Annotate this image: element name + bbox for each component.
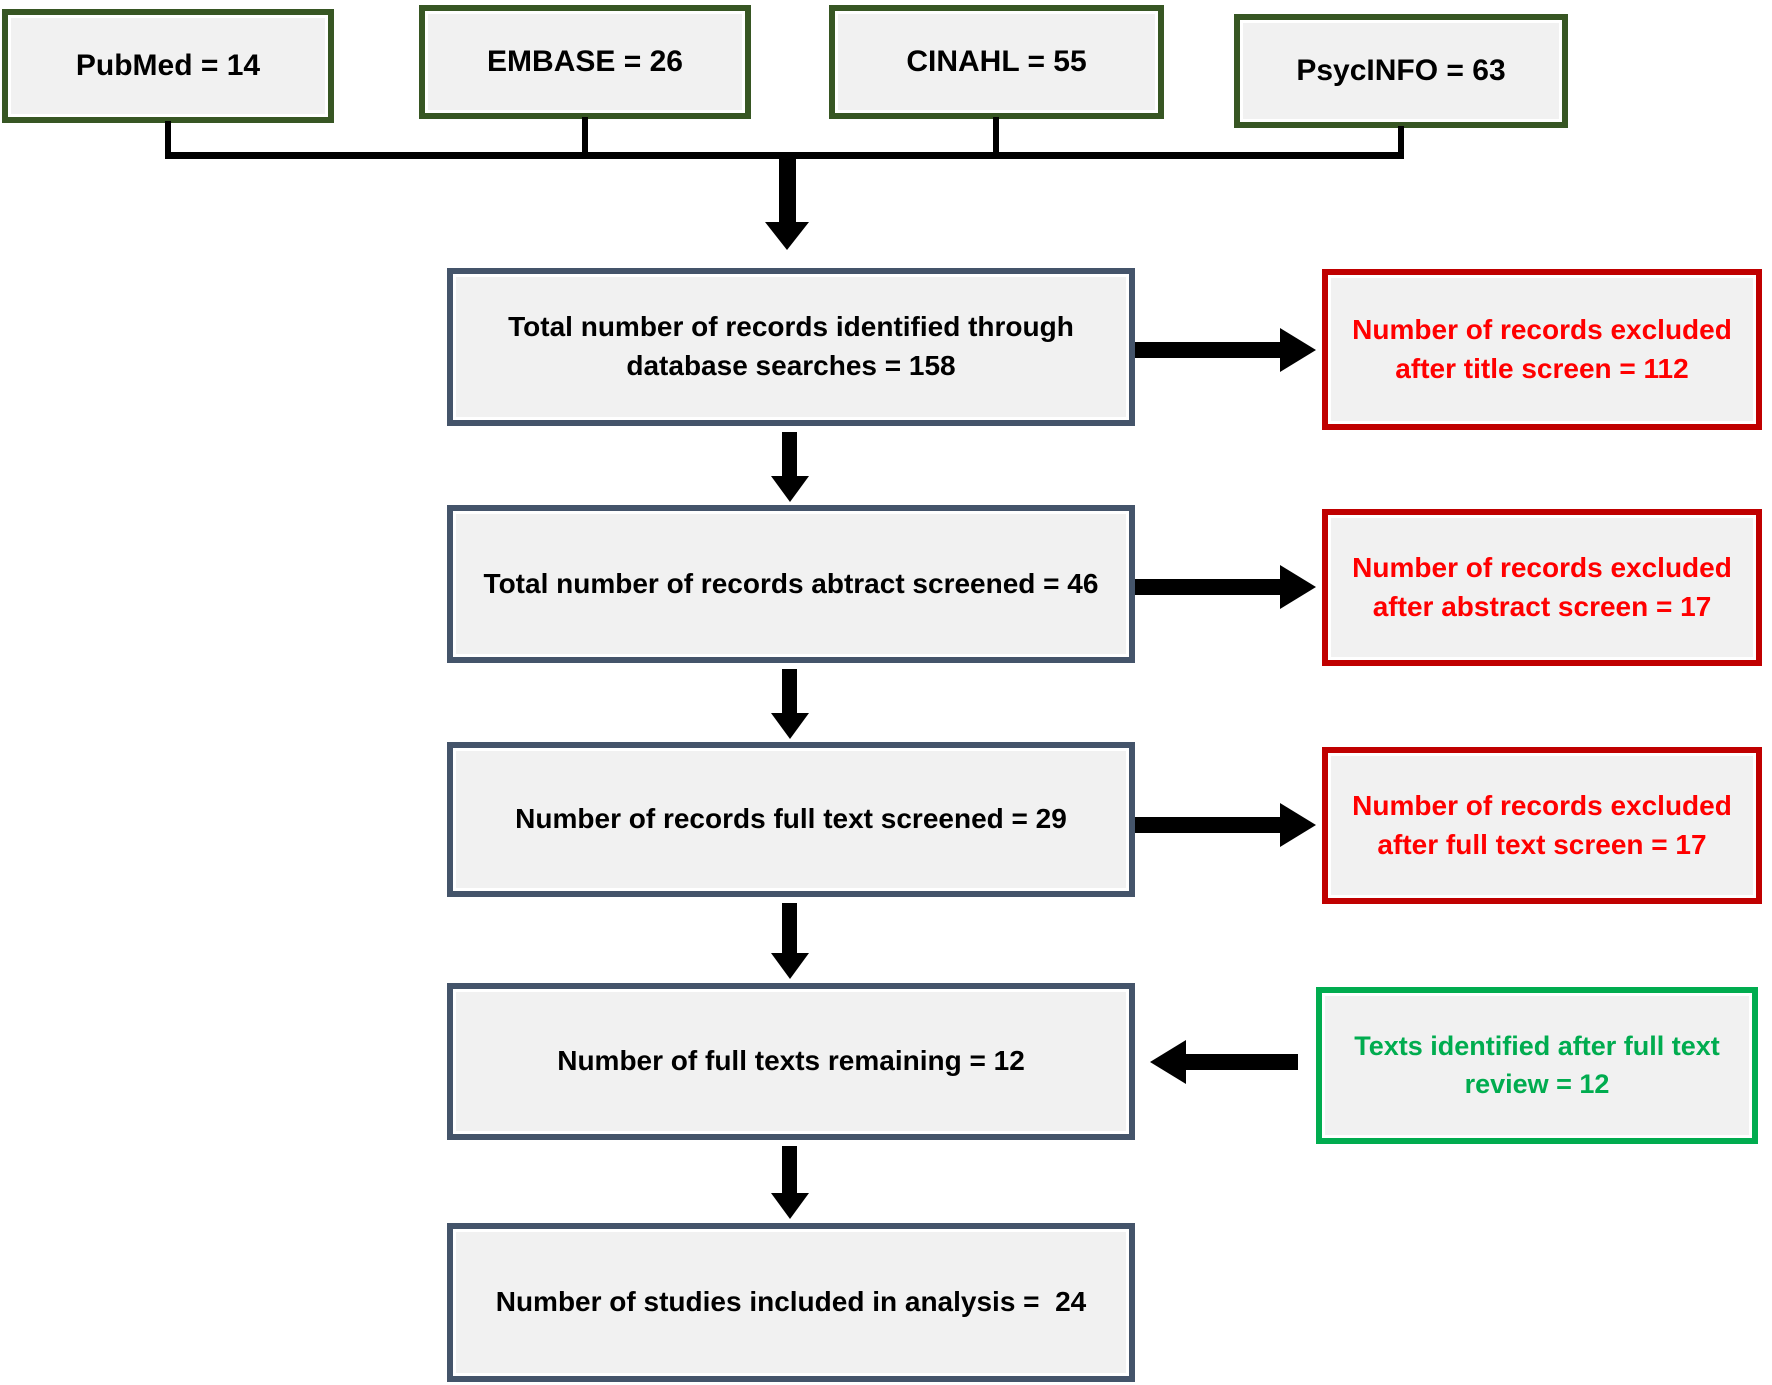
- flow-box-fulltext-screened: Number of records full text screened = 2…: [447, 742, 1135, 897]
- arrow-shaft: [782, 432, 797, 476]
- exclusion-box-title-screen: Number of records excluded after title s…: [1322, 269, 1762, 430]
- flow-label-fulltext-screened: Number of records full text screened = 2…: [515, 803, 1067, 835]
- source-label-cinahl: CINAHL = 55: [906, 45, 1087, 79]
- arrow-shaft: [782, 669, 797, 713]
- arrow-right-head-icon: [1280, 328, 1316, 372]
- arrow-shaft: [779, 155, 796, 222]
- exclusion-label-fulltext-screen: Number of records excluded after full te…: [1352, 789, 1740, 860]
- exclusion-box-fulltext-screen: Number of records excluded after full te…: [1322, 747, 1762, 904]
- source-label-psycinfo: PsycINFO = 63: [1296, 54, 1506, 88]
- arrow-down-head-icon: [765, 222, 809, 250]
- arrow-shaft: [782, 903, 797, 953]
- connector-stub-cinahl: [993, 117, 999, 157]
- connector-stub-psycinfo: [1398, 126, 1404, 157]
- arrow-shaft: [1186, 1054, 1298, 1070]
- flow-label-fulltexts-remaining: Number of full texts remaining = 12: [557, 1045, 1025, 1077]
- exclusion-label-abstract-screen: Number of records excluded after abstrac…: [1352, 551, 1740, 622]
- arrow-shaft: [1135, 817, 1280, 833]
- arrow-down-head-icon: [771, 713, 809, 739]
- flow-label-included-in-analysis: Number of studies included in analysis =…: [495, 1286, 1087, 1318]
- flow-box-included-in-analysis: Number of studies included in analysis =…: [447, 1223, 1135, 1382]
- arrow-right-head-icon: [1280, 565, 1316, 609]
- flow-box-records-identified: Total number of records identified throu…: [447, 268, 1135, 426]
- source-label-pubmed: PubMed = 14: [75, 49, 261, 83]
- source-box-pubmed: PubMed = 14: [2, 9, 334, 123]
- source-box-psycinfo: PsycINFO = 63: [1234, 14, 1568, 128]
- flow-label-records-identified: Total number of records identified throu…: [508, 311, 1082, 381]
- exclusion-label-title-screen: Number of records excluded after title s…: [1352, 313, 1740, 384]
- exclusion-box-abstract-screen: Number of records excluded after abstrac…: [1322, 509, 1762, 666]
- arrow-shaft: [782, 1146, 797, 1193]
- source-label-embase: EMBASE = 26: [487, 45, 683, 79]
- arrow-shaft: [1135, 579, 1280, 595]
- flow-box-fulltexts-remaining: Number of full texts remaining = 12: [447, 983, 1135, 1140]
- arrow-shaft: [1135, 342, 1280, 358]
- flow-box-abstract-screened: Total number of records abtract screened…: [447, 505, 1135, 663]
- inclusion-label-fulltext-review: Texts identified after full text review …: [1354, 1031, 1728, 1099]
- arrow-down-head-icon: [771, 1193, 809, 1219]
- arrow-down-head-icon: [771, 476, 809, 502]
- connector-stub-embase: [582, 117, 588, 157]
- arrow-right-head-icon: [1280, 803, 1316, 847]
- flow-label-abstract-screened: Total number of records abtract screened…: [483, 567, 1099, 599]
- source-box-embase: EMBASE = 26: [419, 5, 751, 119]
- arrow-down-head-icon: [771, 953, 809, 979]
- arrow-left-head-icon: [1150, 1040, 1186, 1084]
- connector-stub-pubmed: [165, 121, 171, 157]
- source-box-cinahl: CINAHL = 55: [829, 5, 1164, 119]
- inclusion-box-fulltext-review: Texts identified after full text review …: [1316, 987, 1758, 1144]
